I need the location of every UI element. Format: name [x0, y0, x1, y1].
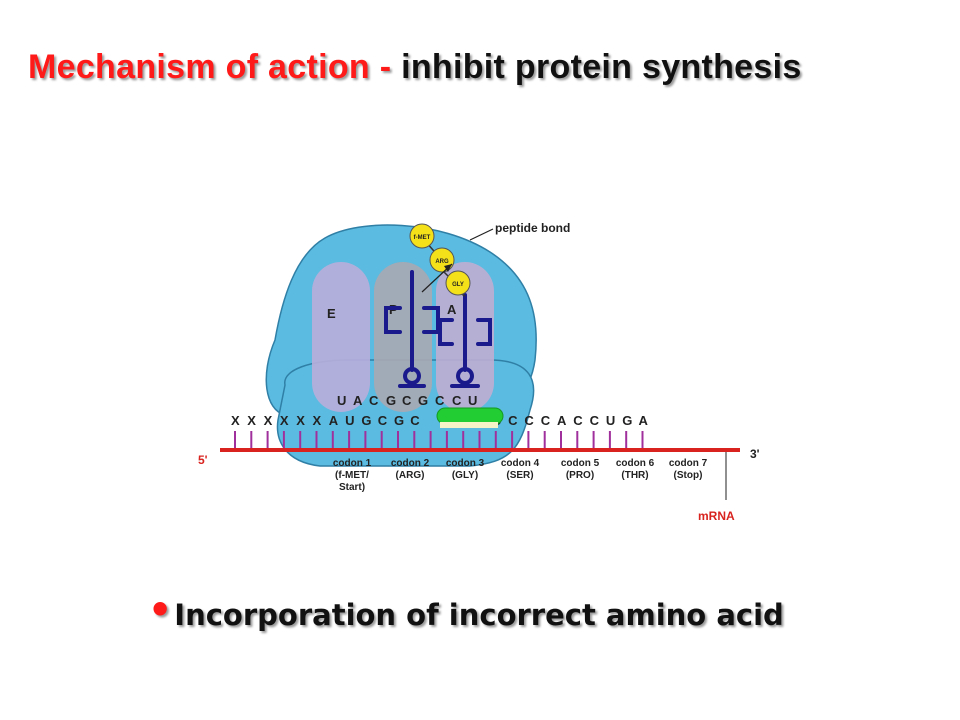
peptide-bond-label: peptide bond	[495, 221, 570, 235]
mrna-label: mRNA	[698, 509, 735, 523]
slide-title: Mechanism of action - inhibit protein sy…	[28, 48, 802, 87]
five-prime-label: 5'	[198, 453, 208, 467]
mrna-base: G	[622, 413, 632, 428]
codon-label: codon 7	[669, 458, 708, 469]
mrna-base: X	[264, 413, 273, 428]
mrna-base: A	[639, 413, 649, 428]
codon-label: (SER)	[506, 470, 533, 481]
amino-acid-fmet	[409, 223, 435, 249]
mrna-base: A	[329, 413, 339, 428]
codon-label: (PRO)	[566, 470, 594, 481]
mrna-base: X	[247, 413, 256, 428]
mrna-base: G	[394, 413, 404, 428]
svg-text:C: C	[435, 393, 445, 408]
mrna-base: G	[361, 413, 371, 428]
mrna-base: C	[410, 413, 420, 428]
svg-text:U: U	[468, 393, 477, 408]
mrna-base: U	[606, 413, 615, 428]
svg-text:C: C	[452, 393, 462, 408]
mrna-base: C	[590, 413, 600, 428]
codon-label: codon 6	[616, 458, 655, 469]
drug-binding-marker	[436, 407, 504, 425]
codon-label: (f-MET/	[335, 470, 369, 481]
svg-text:C: C	[369, 393, 379, 408]
mrna-base: X	[280, 413, 289, 428]
svg-text:C: C	[402, 393, 412, 408]
codon-label: Start)	[339, 482, 365, 493]
ribosome-translation-diagram: E P A f-MET ARG GLY peptide bond U A C G…	[198, 221, 760, 523]
bullet-point: •Incorporation of incorrect amino acid	[148, 588, 784, 632]
mrna-base: X	[231, 413, 240, 428]
anticodon-row: U A C G C G C C U	[337, 393, 477, 408]
mrna-base: C	[524, 413, 534, 428]
mrna-base: C	[378, 413, 388, 428]
a-site-label: A	[447, 302, 457, 317]
amino-acid-gly-label: GLY	[452, 282, 464, 288]
mrna-base: C	[541, 413, 551, 428]
mrna-base: A	[557, 413, 567, 428]
three-prime-label: 3'	[750, 447, 760, 461]
e-site	[312, 262, 370, 412]
mrna-base-ticks	[234, 431, 644, 448]
amino-acid-gly	[445, 270, 471, 296]
mrna-base: C	[508, 413, 518, 428]
codon-label: codon 4	[501, 458, 540, 469]
mrna-base: U	[345, 413, 354, 428]
codon-labels: codon 1(f-MET/Start)codon 2(ARG)codon 3(…	[333, 458, 708, 493]
trna-a-site	[438, 293, 492, 388]
title-inhibit: inhibit protein synthesis	[401, 48, 802, 86]
svg-text:G: G	[418, 393, 428, 408]
amino-acid-fmet-label: f-MET	[414, 235, 431, 241]
codon-label: codon 1	[333, 458, 372, 469]
bullet-dot-icon: •	[148, 588, 173, 632]
title-mechanism: Mechanism of action -	[28, 48, 402, 86]
codon-label: (GLY)	[452, 470, 478, 481]
svg-text:A: A	[353, 393, 363, 408]
e-site-label: E	[327, 306, 336, 321]
svg-text:U: U	[337, 393, 346, 408]
codon-label: codon 2	[391, 458, 430, 469]
mrna-base: C	[573, 413, 583, 428]
amino-acid-arg-label: ARG	[435, 259, 449, 265]
codon-label: (ARG)	[396, 470, 425, 481]
codon-label: codon 3	[446, 458, 485, 469]
bullet-text: Incorporation of incorrect amino acid	[174, 598, 784, 632]
mrna-base: X	[313, 413, 322, 428]
svg-text:G: G	[386, 393, 396, 408]
codon-label: (Stop)	[674, 470, 703, 481]
codon-label: codon 5	[561, 458, 600, 469]
codon-label: (THR)	[621, 470, 648, 481]
mrna-base: X	[296, 413, 305, 428]
p-site	[374, 262, 432, 412]
